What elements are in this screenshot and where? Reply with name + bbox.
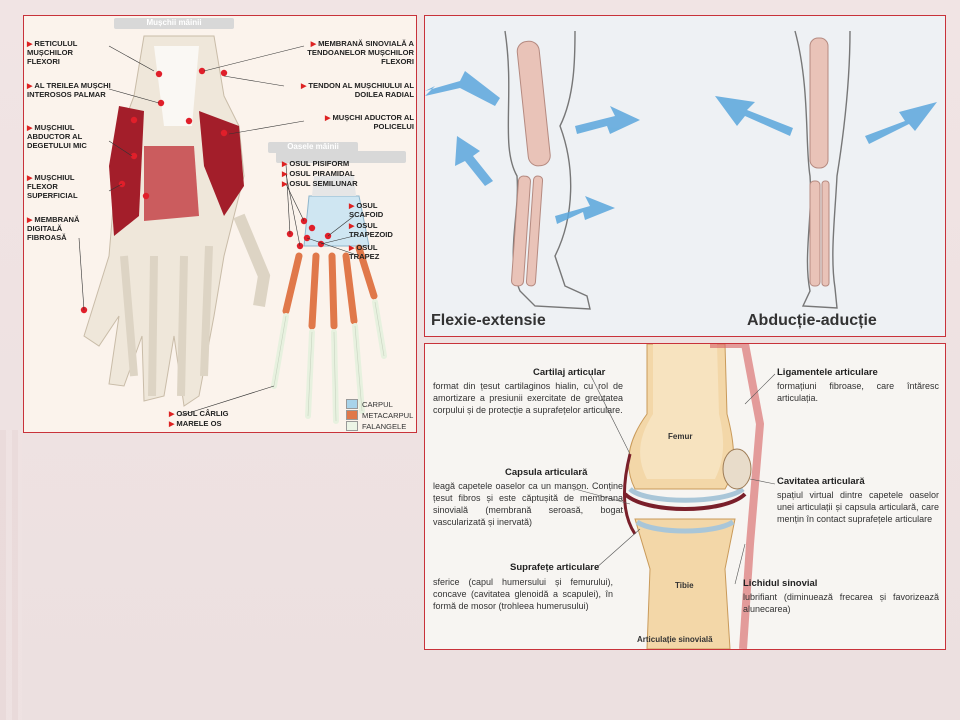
muscle-hand-drawing [80,35,271,407]
muscles-title: Mușchii mâinii [114,18,234,29]
label-abductor-little: ▶MUȘCHIUL ABDUCTOR AL DEGETULUI MIC [27,123,87,150]
hand-anatomy-panel: Mușchii mâinii Oasele mâinii ▶RETICULUL … [23,15,417,433]
synovial-fluid-title: Lichidul sinovial [743,578,818,589]
legend-carpus: CARPUL [346,399,393,409]
ligaments-text: formațiuni fibroase, care întăresc artic… [777,381,939,403]
label-semilunar: ▶OSUL SEMILUNAR [282,179,358,188]
cartilage-title: Cartilaj articular [533,367,606,378]
background-decoration [0,430,22,720]
label-synovial-membrane: ▶MEMBRANĂ SINOVIALĂ A TENDOANELOR MUȘCHI… [307,39,414,66]
legend-swatch-carpus [346,399,358,409]
legend-swatch-metacarpus [346,410,358,420]
cavity-text: spațiul virtual dintre capetele oaselor … [777,490,939,524]
label-pisiform: ▶OSUL PISIFORM [282,159,350,168]
label-interosseous: ▶AL TREILEA MUȘCHI INTEROSOS PALMAR [27,81,111,100]
label-flexor-superficial: ▶MUȘCHIUL FLEXOR SUPERFICIAL [27,173,78,200]
label-scaphoid: ▶OSUL SCAFOID [349,201,384,220]
joint-caption: Articulație sinovială [637,635,713,644]
femur-label: Femur [668,432,693,441]
bone-hand-drawing [178,151,406,424]
legend-metacarpus: METACARPUL [346,410,413,420]
abduction-caption: Abducție-aducție [747,312,877,329]
label-hamate: ▶OSUL CÂRLIG [169,409,229,418]
articular-surfaces-text: sferice (capul humersului și femurului),… [433,577,613,611]
bones-title: Oasele mâinii [268,142,358,153]
cartilage-text: format din țesut cartilaginos hialin, cu… [433,381,623,415]
movements-panel: Flexie-extensie Abducție-aducție [424,15,946,337]
capsule-text: leagă capetele oaselor ca un manșon. Con… [433,481,623,527]
label-digital-membrane: ▶MEMBRANĂ DIGITALĂ FIBROASĂ [27,215,80,242]
legend-phalanges: FALANGELE [346,421,406,431]
cavity-title: Cavitatea articulară [777,476,865,487]
label-reticulum: ▶RETICULUL MUȘCHILOR FLEXORI [27,39,78,66]
articular-surfaces-title: Suprafețe articulare [510,562,600,573]
synovial-fluid-text: lubrifiant (diminuează frecarea și favor… [743,592,939,614]
label-adductor-pollicis: ▶MUȘCHI ADUCTOR AL POLICELUI [325,113,414,132]
label-capitate: ▶MARELE OS [169,419,222,428]
flexion-caption: Flexie-extensie [431,312,546,329]
label-trapezoid: ▶OSUL TRAPEZOID [349,221,393,240]
tibia-label: Tibie [675,581,694,590]
hand-illustration [78,35,406,424]
leg-movements-illustration [425,30,937,310]
label-pyramidal: ▶OSUL PIRAMIDAL [282,169,355,178]
label-radial-tendon: ▶TENDON AL MUȘCHIULUI AL DOILEA RADIAL [301,81,414,100]
capsule-title: Capsula articulară [505,467,588,478]
ligaments-title: Ligamentele articulare [777,367,878,378]
legend-swatch-phalanges [346,421,358,431]
label-trapezium: ▶OSUL TRAPEZ [349,243,380,262]
knee-joint-illustration [574,344,776,649]
synovial-joint-panel: Cartilaj articular format din țesut cart… [424,343,946,650]
